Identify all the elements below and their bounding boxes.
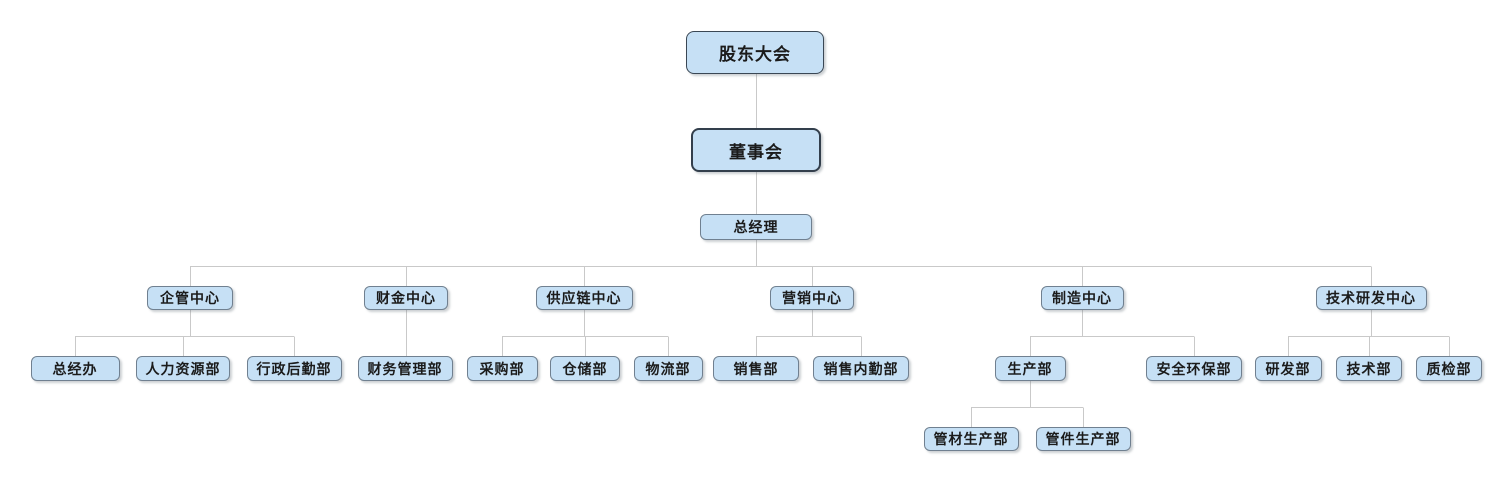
org-node-rd-department: 研发部 [1254,356,1322,381]
org-node-technology-department: 技术部 [1336,356,1402,381]
org-node-finance-center: 财金中心 [364,286,448,310]
org-node-supply-chain-center: 供应链中心 [535,286,633,310]
org-node-financial-management-department: 财务管理部 [357,356,453,381]
org-node-board-of-directors: 董事会 [691,128,821,172]
org-node-marketing-center: 营销中心 [770,286,854,310]
org-node-sales-department: 销售部 [713,356,799,381]
org-node-logistics-department: 物流部 [633,356,703,381]
org-node-tech-rd-center: 技术研发中心 [1315,286,1427,310]
org-node-enterprise-management-center: 企管中心 [147,286,233,310]
org-node-quality-inspection-department: 质检部 [1416,356,1482,381]
org-node-pipe-production-department: 管材生产部 [923,427,1019,451]
org-node-fittings-production-department: 管件生产部 [1035,427,1131,451]
org-node-manufacturing-center: 制造中心 [1040,286,1124,310]
org-node-shareholders-meeting: 股东大会 [686,31,824,74]
org-node-safety-environment-department: 安全环保部 [1146,356,1242,381]
org-node-procurement-department: 采购部 [466,356,538,381]
org-node-general-manager-office: 总经办 [30,356,120,381]
org-node-sales-support-department: 销售内勤部 [813,356,909,381]
org-node-admin-logistics-department: 行政后勤部 [246,356,342,381]
org-node-general-manager: 总经理 [700,214,812,240]
org-node-warehouse-department: 仓储部 [550,356,620,381]
org-node-hr-department: 人力资源部 [136,356,230,381]
org-node-production-department: 生产部 [994,356,1066,381]
